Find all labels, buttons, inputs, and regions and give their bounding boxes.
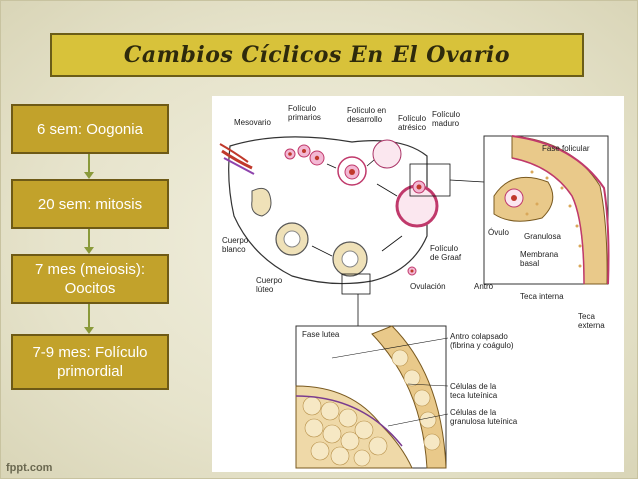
label-foliculo-maduro: Folículo maduro [432, 110, 461, 128]
ovary-diagram: Mesovario Folículo primarios Folículo en… [212, 96, 624, 472]
footer-brand: fppt.com [6, 462, 53, 474]
label-cuerpo-blanco: Cuerpo blanco [222, 236, 249, 254]
step-connector [88, 154, 90, 173]
label-foliculo-desarrollo: Folículo en desarrollo [347, 106, 387, 124]
label-ovulacion: Ovulación [410, 282, 446, 291]
step-oogonia: 6 sem: Oogonia [11, 104, 169, 154]
step-connector [88, 304, 90, 328]
step-primordial: 7-9 mes: Folículo primordial [11, 334, 169, 390]
label-cuerpo-luteo: Cuerpo lúteo [256, 276, 283, 294]
step-connector [88, 229, 90, 248]
label-granulosa: Granulosa [524, 232, 561, 241]
label-antro: Antro [474, 282, 494, 291]
ovary-illustration [219, 135, 610, 469]
label-fase-lutea: Fase lutea [302, 330, 340, 339]
label-foliculos-primarios: Folículo primarios [288, 104, 321, 122]
step-mitosis: 20 sem: mitosis [11, 179, 169, 229]
arrow-down-icon [84, 247, 94, 254]
label-mesovario: Mesovario [234, 118, 271, 127]
arrow-down-icon [84, 327, 94, 334]
label-ovulo: Óvulo [488, 228, 509, 237]
label-celulas-granulosa: Células de la granulosa luteínica [450, 408, 518, 426]
label-foliculo-atresico: Folículo atrésico [398, 114, 427, 132]
label-membrana-basal: Membrana basal [520, 250, 559, 268]
label-fase-folicular: Fase folicular [542, 144, 590, 153]
arrow-down-icon [84, 172, 94, 179]
label-foliculo-graaf: Folículo de Graaf [430, 244, 462, 262]
step-meiosis: 7 mes (meiosis): Oocitos [11, 254, 169, 304]
label-antro-colapsado: Antro colapsado (fibrina y coágulo) [450, 332, 514, 350]
title-bar: Cambios Cíclicos En El Ovario [50, 33, 584, 77]
label-celulas-teca: Células de la teca luteínica [450, 382, 498, 400]
label-teca-interna: Teca interna [520, 292, 564, 301]
label-teca-externa: Teca externa [578, 312, 605, 330]
slide-title: Cambios Cíclicos En El Ovario [123, 42, 511, 68]
